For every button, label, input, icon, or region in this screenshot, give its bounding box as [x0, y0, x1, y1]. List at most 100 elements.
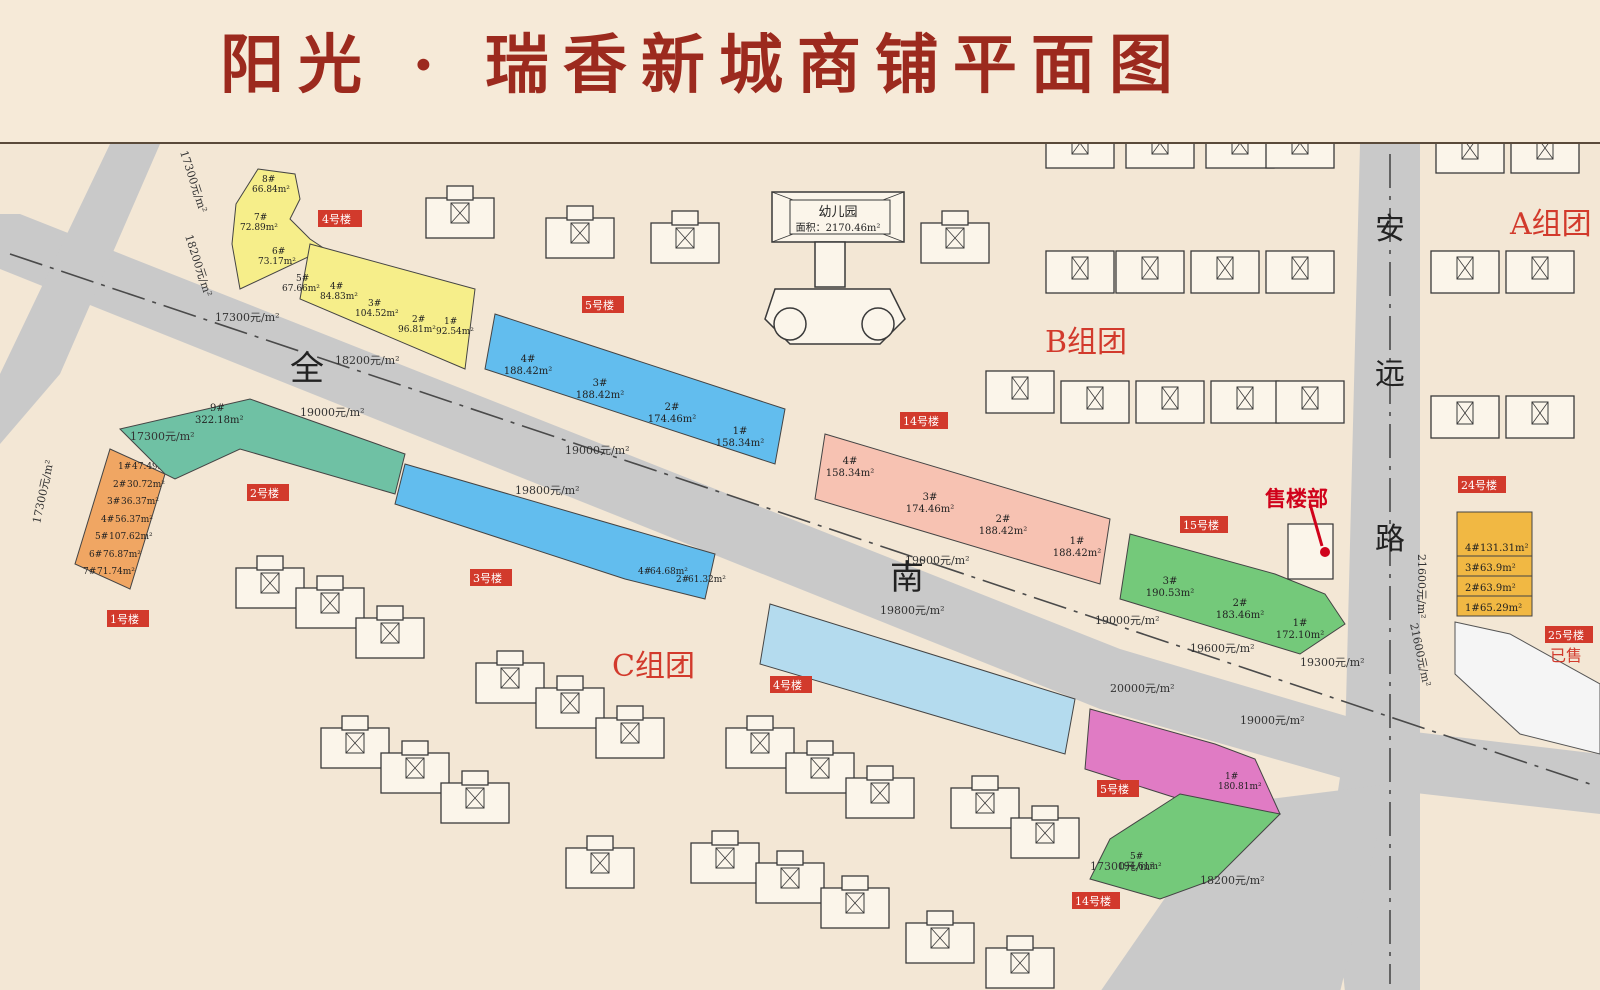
diagonal-road-southwest — [0, 144, 160, 444]
shop-no: 1# — [444, 317, 457, 327]
shop-no: 2# — [1233, 598, 1248, 609]
price: 19000元/m² — [300, 406, 365, 419]
road-char: 全 — [290, 349, 324, 389]
group-c-label: C组团 — [612, 649, 695, 684]
north-building-5-shops: 4# 188.42m² 3# 188.42m² 2# 174.46m² 1# 1… — [484, 313, 786, 465]
tag: 25号楼 — [1548, 628, 1584, 642]
price: 17300元/m² — [30, 459, 56, 525]
tag: 4号楼 — [322, 212, 351, 226]
shop-area: 104.52m² — [355, 309, 399, 319]
shop-no: 2# — [113, 480, 126, 490]
shop-no: 4# — [101, 515, 114, 525]
price: 20000元/m² — [1110, 682, 1175, 695]
shop-no: 7# — [83, 567, 96, 577]
quannan-road — [0, 214, 1600, 814]
south-building-3-shops: 4# 64.68m² 2# 61.32m² — [394, 463, 726, 600]
shop-no: 4# — [638, 567, 651, 577]
tag: 3号楼 — [473, 571, 502, 585]
shop-no: 8# — [262, 175, 275, 185]
shop-area: 190.53m² — [1146, 588, 1194, 599]
road-southeast — [1101, 784, 1390, 990]
price: 17300元/m² — [177, 149, 209, 214]
east-building-24-shops: 4# 131.31m² 3# 63.9m² 2# 63.9m² 1# 65.29… — [1456, 511, 1533, 617]
price: 19000元/m² — [1095, 614, 1160, 627]
group-b-label: B组团 — [1045, 325, 1127, 360]
shop-area: 183.46m² — [1216, 610, 1264, 621]
shop-no: 2# — [676, 575, 689, 585]
shop-area: 96.81m² — [398, 325, 436, 335]
shop-area: 65.29m² — [1480, 603, 1522, 614]
shop-no: 4# — [330, 282, 343, 292]
shop-no: 3# — [107, 497, 120, 507]
shop-area: 180.81m² — [1218, 782, 1262, 792]
shop-area: 76.87m² — [103, 550, 141, 560]
shop-no: 3# — [1465, 563, 1480, 574]
north-building-4-shops: 8# 66.84m² 7# 72.89m² 6# 73.17m² 5# 67.6… — [231, 168, 476, 370]
road-char: 路 — [1375, 522, 1405, 557]
shop-area: 188.42m² — [576, 390, 624, 401]
tag: 14号楼 — [1075, 894, 1111, 908]
price: 18200元/m² — [1200, 874, 1265, 887]
shop-no: 6# — [89, 550, 102, 560]
shop-no: 5# — [95, 532, 108, 542]
shop-no: 1# — [1465, 603, 1480, 614]
shop-no: 1# — [733, 426, 748, 437]
shop-no: 5# — [1130, 852, 1143, 862]
page-title: 阳光 · 瑞香新城商铺平面图 — [220, 28, 1187, 103]
shop-no: 5# — [296, 274, 309, 284]
shop-area: 47.49m² — [132, 462, 170, 472]
road-char: 安 — [1375, 212, 1405, 247]
shop-area: 131.31m² — [1480, 543, 1528, 554]
area-labels: A组团 B组团 C组团 全 南 安 远 路 — [290, 207, 1592, 684]
shop-area: 188.42m² — [504, 366, 552, 377]
price: 21600元/m² — [1415, 554, 1428, 619]
price: 19800元/m² — [515, 484, 580, 497]
north-building-15-shops: 3# 190.53m² 2# 183.46m² 1# 172.10m² — [1119, 533, 1346, 655]
price: 19300元/m² — [1300, 656, 1365, 669]
site-plan-map: 幼儿园 面积：2170.46m² 8# 66.84m² 7# 72.89m² 6… — [0, 142, 1600, 990]
price: 19600元/m² — [1190, 642, 1255, 655]
shop-no: 2# — [412, 315, 425, 325]
shop-no: 3# — [368, 299, 381, 309]
shop-area: 66.84m² — [252, 185, 290, 195]
kindergarten-area: 面积：2170.46m² — [796, 222, 881, 234]
tag: 15号楼 — [1183, 518, 1219, 532]
shop-no: 7# — [254, 213, 267, 223]
shop-area: 322.18m² — [195, 415, 243, 426]
sales-office: 售楼部 — [1265, 487, 1334, 580]
shop-no: 2# — [665, 402, 680, 413]
map-canvas: 幼儿园 面积：2170.46m² 8# 66.84m² 7# 72.89m² 6… — [0, 144, 1600, 990]
anyuan-road — [1330, 144, 1420, 990]
shop-area: 188.42m² — [1053, 548, 1101, 559]
tag: 5号楼 — [1100, 782, 1129, 796]
south-building-4-shops — [759, 603, 1076, 755]
shop-no: 9# — [210, 403, 225, 414]
shop-no: 1# — [1070, 536, 1085, 547]
shop-area: 172.10m² — [1276, 630, 1324, 641]
shop-area: 194.61m² — [1118, 862, 1162, 872]
east-building-25-sold: 已售 — [1454, 621, 1600, 755]
shop-area: 63.9m² — [1480, 583, 1516, 594]
shop-area: 107.62m² — [109, 532, 153, 542]
kindergarten: 幼儿园 面积：2170.46m² — [764, 191, 906, 345]
shop-area: 67.66m² — [282, 284, 320, 294]
shop-area: 158.34m² — [716, 438, 764, 449]
shop-area: 158.34m² — [826, 468, 874, 479]
shop-area: 61.32m² — [688, 575, 726, 585]
shop-area: 92.54m² — [436, 327, 474, 337]
shop-area: 63.9m² — [1480, 563, 1516, 574]
tag: 24号楼 — [1461, 478, 1497, 492]
shop-area: 71.74m² — [97, 567, 135, 577]
shop-area: 84.83m² — [320, 292, 358, 302]
road-char: 南 — [890, 558, 924, 598]
shop-no: 3# — [593, 378, 608, 389]
shop-area: 56.37m² — [115, 515, 153, 525]
shop-area: 174.46m² — [648, 414, 696, 425]
building-tags: 4号楼 5号楼 14号楼 15号楼 1号楼 2号楼 3号楼 4号楼 5号楼 14… — [107, 210, 1593, 909]
shop-no: 1# — [1225, 772, 1238, 782]
tag: 1号楼 — [110, 612, 139, 626]
kindergarten-name: 幼儿园 — [818, 205, 857, 220]
shop-area: 36.37m² — [121, 497, 159, 507]
road-char: 远 — [1375, 357, 1405, 392]
shop-area: 64.68m² — [650, 567, 688, 577]
